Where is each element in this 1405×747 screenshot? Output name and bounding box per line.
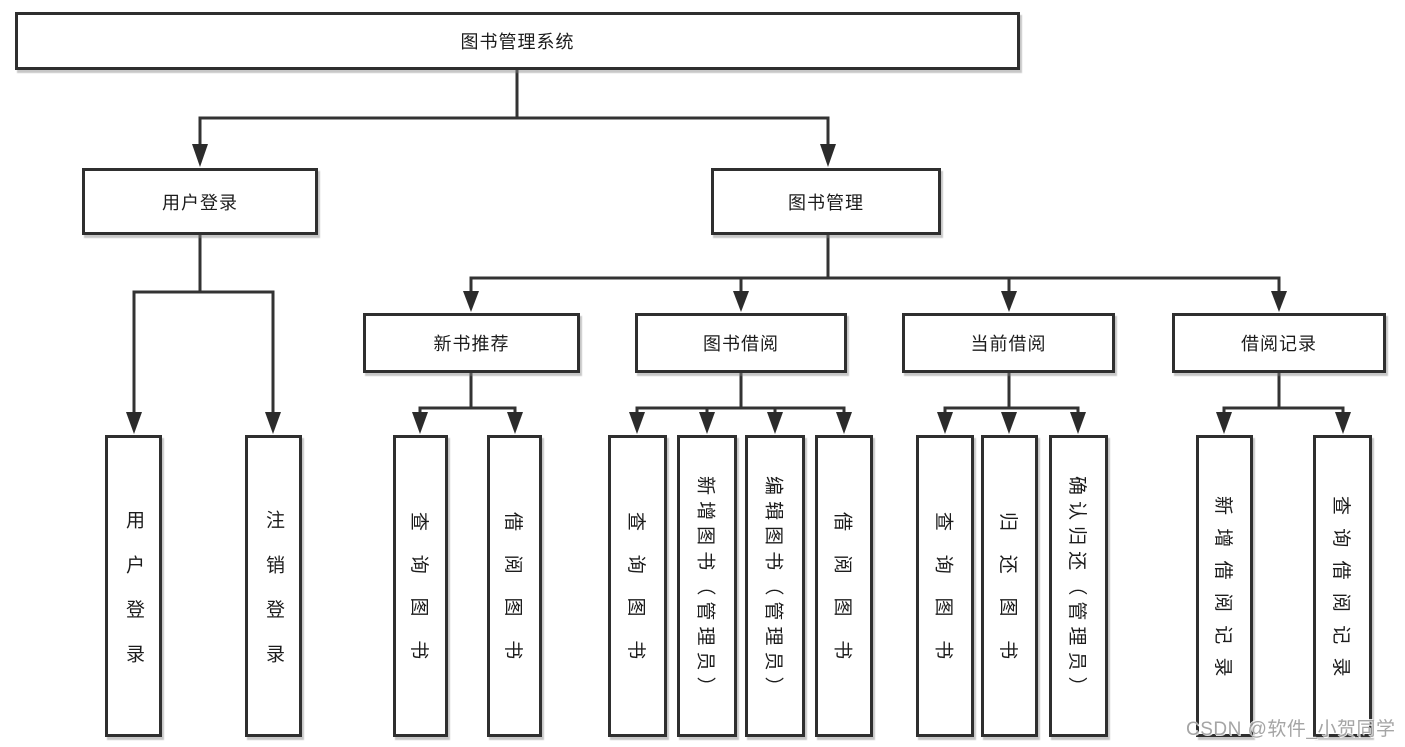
- node-book-borrowing: 图书借阅: [635, 313, 847, 373]
- leaf-current-confirm-return-admin: 确认归还（管理员）: [1049, 435, 1108, 737]
- node-borrowing-records: 借阅记录: [1172, 313, 1386, 373]
- leaf-records-query-record: 查询借阅记录: [1313, 435, 1372, 737]
- leaf-current-return-books: 归还图书: [981, 435, 1038, 737]
- leaf-borrow-query-books: 查询图书: [608, 435, 667, 737]
- leaf-borrow-edit-books-admin: 编辑图书（管理员）: [745, 435, 805, 737]
- leaf-user-login: 用户登录: [105, 435, 162, 737]
- leaf-records-add-record: 新增借阅记录: [1196, 435, 1253, 737]
- leaf-borrow-borrow-books: 借阅图书: [815, 435, 873, 737]
- leaf-current-query-books: 查询图书: [916, 435, 974, 737]
- leaf-logout: 注销登录: [245, 435, 302, 737]
- csdn-watermark: CSDN @软件_小贺同学: [1186, 719, 1396, 740]
- leaf-borrow-add-books-admin: 新增图书（管理员）: [677, 435, 737, 737]
- arrowheads: [126, 144, 1351, 434]
- leaf-recommend-borrow-books: 借阅图书: [487, 435, 542, 737]
- node-book-management: 图书管理: [711, 168, 941, 235]
- node-current-borrowing: 当前借阅: [902, 313, 1115, 373]
- node-new-book-recommend: 新书推荐: [363, 313, 580, 373]
- leaf-recommend-query-books: 查询图书: [393, 435, 448, 737]
- node-library-management-system: 图书管理系统: [15, 12, 1020, 70]
- node-user-login: 用户登录: [82, 168, 318, 235]
